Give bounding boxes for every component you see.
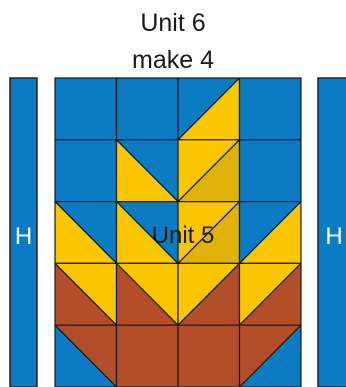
block-patch-1 (115, 77, 179, 141)
block-patch-30 (177, 324, 241, 387)
block-patch-10 (238, 139, 302, 203)
left-h-label: H (15, 223, 32, 250)
block-patch-32 (238, 324, 302, 387)
right-h-strip (317, 77, 346, 387)
block-patch-4 (238, 77, 302, 141)
right-h-label: H (325, 223, 342, 250)
block-patch-5 (54, 139, 118, 203)
unit-5-block (54, 77, 302, 387)
title-line-2: make 4 (132, 46, 214, 74)
left-h-strip (9, 77, 38, 387)
title-line-1: Unit 6 (140, 9, 206, 37)
unit-5-label: Unit 5 (152, 222, 215, 249)
block-patch-28 (54, 324, 118, 387)
block-patch-0 (54, 77, 118, 141)
block-patch-29 (115, 324, 179, 387)
